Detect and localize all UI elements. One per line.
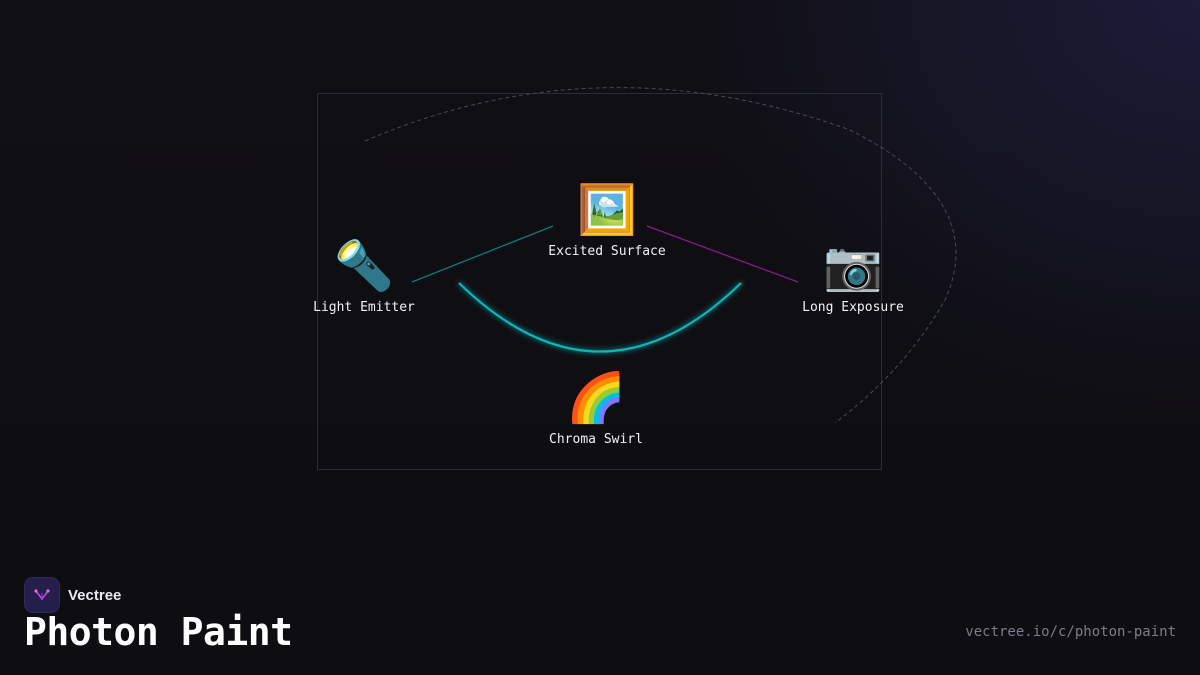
vectree-logo-icon xyxy=(24,577,60,613)
node-label: Long Exposure xyxy=(802,300,904,315)
node-label: Light Emitter xyxy=(313,300,415,315)
edge-swirl-arc xyxy=(458,282,742,353)
orbit-dashed-path xyxy=(364,87,957,424)
node-label: Excited Surface xyxy=(548,244,666,259)
brand-name: Vectree xyxy=(68,586,122,604)
node-label: Chroma Swirl xyxy=(549,432,643,447)
node-light-emitter[interactable]: 🔦 Light Emitter xyxy=(284,236,444,315)
page-title: Photon Paint xyxy=(24,610,293,654)
framed-picture-icon: 🖼️ xyxy=(577,182,637,238)
node-long-exposure[interactable]: 📷 Long Exposure xyxy=(773,236,933,315)
camera-icon: 📷 xyxy=(823,238,883,294)
footer-url-link[interactable]: vectree.io/c/photon-paint xyxy=(965,624,1176,640)
flashlight-icon: 🔦 xyxy=(334,238,394,294)
diagram-frame xyxy=(317,93,882,470)
brand: Vectree xyxy=(24,577,121,613)
edge-emitter-to-surface xyxy=(411,225,554,283)
edge-surface-to-exposure xyxy=(646,225,799,283)
node-excited-surface[interactable]: 🖼️ Excited Surface xyxy=(527,180,687,259)
rainbow-icon: 🌈 xyxy=(566,370,626,426)
node-chroma-swirl[interactable]: 🌈 Chroma Swirl xyxy=(516,368,676,447)
